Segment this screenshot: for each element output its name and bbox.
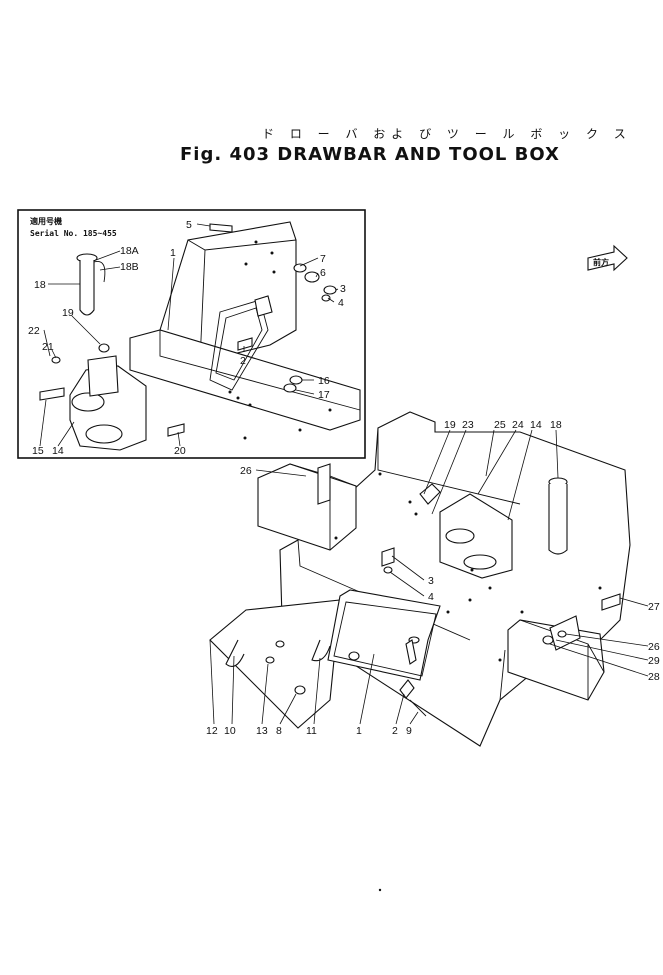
inset-callout-15: 15 bbox=[32, 445, 44, 457]
main-callout-4: 4 bbox=[428, 591, 434, 603]
figure-title: Fig. 403 DRAWBAR AND TOOL BOX bbox=[180, 144, 560, 165]
inset-callout-4: 4 bbox=[338, 297, 344, 309]
main-callout-23: 23 bbox=[462, 419, 474, 431]
main-assembly: 26 19 23 25 24 14 18 3 4 27 26 29 28 12 … bbox=[206, 411, 660, 892]
main-callout-26-upper: 26 bbox=[240, 465, 252, 477]
main-callout-2: 2 bbox=[392, 725, 398, 737]
main-callout-25: 25 bbox=[494, 419, 506, 431]
main-callout-1: 1 bbox=[356, 725, 362, 737]
main-callout-3: 3 bbox=[428, 575, 434, 587]
inset-callout-7: 7 bbox=[320, 253, 326, 265]
main-callout-8: 8 bbox=[276, 725, 282, 737]
main-callout-13: 13 bbox=[256, 725, 268, 737]
inset-frame bbox=[17, 209, 366, 459]
inset-callout-1: 1 bbox=[170, 247, 176, 259]
main-hitch bbox=[439, 493, 513, 579]
main-callout-29: 29 bbox=[648, 655, 660, 667]
inset-callout-6: 6 bbox=[320, 267, 326, 279]
main-callout-28: 28 bbox=[648, 671, 660, 683]
inset-callout-16: 16 bbox=[318, 375, 330, 387]
main-callout-24: 24 bbox=[512, 419, 524, 431]
inset-callout-21: 21 bbox=[42, 341, 54, 353]
main-callout-27: 27 bbox=[648, 601, 660, 613]
main-callout-18: 18 bbox=[550, 419, 562, 431]
inset-callout-20: 20 bbox=[174, 445, 186, 457]
inset-callout-18: 18 bbox=[34, 279, 46, 291]
front-direction-arrow: 前方 bbox=[587, 244, 628, 272]
main-callout-19: 19 bbox=[444, 419, 456, 431]
main-callout-9: 9 bbox=[406, 725, 412, 737]
japanese-title: ド ロ ー バ およ び ツ ー ル ボ ッ ク ス bbox=[262, 127, 632, 141]
inset-callout-22: 22 bbox=[28, 325, 40, 337]
inset-callout-19: 19 bbox=[62, 307, 74, 319]
inset-callout-14: 14 bbox=[52, 445, 64, 457]
inset-callout-5: 5 bbox=[186, 219, 192, 231]
inset-callout-17: 17 bbox=[318, 389, 330, 401]
inset-applicable-label: 適用号機 bbox=[30, 216, 62, 226]
main-callout-11: 11 bbox=[306, 725, 317, 737]
front-direction-label: 前方 bbox=[593, 257, 609, 267]
inset-detail: 適用号機 Serial No. 185~455 bbox=[17, 209, 366, 459]
main-callout-14: 14 bbox=[530, 419, 542, 431]
upper-tool-box bbox=[257, 463, 357, 551]
inset-serial-label: Serial No. 185~455 bbox=[30, 228, 117, 238]
inset-callout-2: 2 bbox=[240, 355, 246, 367]
main-callout-26-lower: 26 bbox=[648, 641, 660, 653]
inset-callout-3: 3 bbox=[340, 283, 346, 295]
inset-callout-18A: 18A bbox=[120, 245, 139, 257]
main-callout-10: 10 bbox=[224, 725, 236, 737]
main-pin bbox=[548, 477, 568, 555]
main-callout-12: 12 bbox=[206, 725, 218, 737]
inset-callout-18B: 18B bbox=[120, 261, 139, 273]
inset-pin bbox=[76, 253, 106, 316]
